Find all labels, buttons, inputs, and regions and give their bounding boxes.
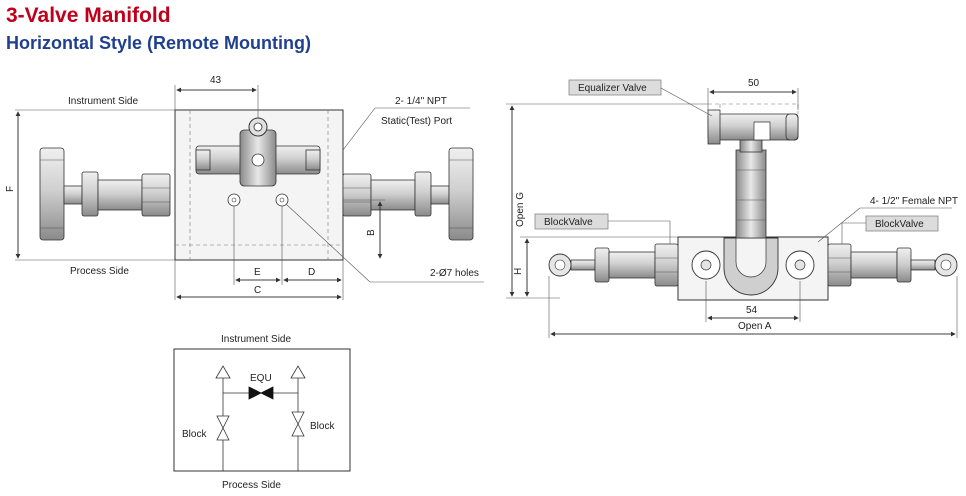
equalizer-valve-stem bbox=[707, 103, 799, 239]
page-title: 3-Valve Manifold bbox=[6, 4, 171, 27]
side-view: 50 Equalizer Valve Open G H bbox=[506, 78, 958, 338]
equalizer-valve-label: Equalizer Valve bbox=[578, 83, 647, 94]
dim-f-label: F bbox=[5, 186, 16, 192]
dim-c-label: C bbox=[254, 285, 261, 296]
schematic: Instrument Side Process Side EQU Block B… bbox=[173, 334, 351, 491]
right-up-arrow-icon bbox=[290, 365, 306, 379]
equalizer-top-view bbox=[195, 117, 321, 187]
static-port-label: Static(Test) Port bbox=[381, 116, 452, 127]
block-valve-right-tag bbox=[865, 215, 939, 232]
right-block-valve-icon bbox=[291, 411, 305, 425]
equ-valve-icon bbox=[248, 386, 262, 400]
block-valve-left-label: BlockValve bbox=[544, 217, 593, 228]
schematic-block-right-label: Block bbox=[310, 421, 335, 432]
dim-e-label: E bbox=[254, 267, 261, 278]
front-process-side-label: Process Side bbox=[70, 266, 129, 277]
page-subtitle: Horizontal Style (Remote Mounting) bbox=[6, 33, 311, 53]
front-view: 43 Instrument Side Process Side F 2- 1/4… bbox=[5, 75, 484, 300]
left-up-arrow-icon bbox=[215, 365, 231, 379]
equalizer-valve-tag bbox=[568, 79, 662, 96]
holes-label: 2-Ø7 holes bbox=[430, 268, 479, 279]
schematic-block-left-label: Block bbox=[182, 429, 207, 440]
dim-b-label: B bbox=[366, 229, 377, 236]
dim-50-label: 50 bbox=[748, 78, 760, 89]
left-block-valve bbox=[39, 147, 171, 241]
schematic-process-side-label: Process Side bbox=[222, 480, 281, 491]
dim-54-label: 54 bbox=[746, 305, 758, 316]
mounting-holes bbox=[227, 193, 289, 207]
open-a-label: Open A bbox=[738, 321, 772, 332]
block-valve-right-label: BlockValve bbox=[875, 219, 924, 230]
right-block-valve bbox=[342, 147, 474, 241]
open-g-label: Open G bbox=[515, 192, 526, 227]
dim-d-label: D bbox=[308, 267, 315, 278]
equ-label: EQU bbox=[250, 373, 272, 384]
female-npt-label: 4- 1/2" Female NPT bbox=[870, 196, 958, 207]
front-instrument-side-label: Instrument Side bbox=[68, 96, 138, 107]
side-right-block-valve bbox=[827, 243, 958, 287]
dim-43-label: 43 bbox=[210, 75, 222, 86]
dim-h-label: H bbox=[513, 268, 524, 275]
side-left-block-valve bbox=[548, 243, 679, 287]
schematic-instrument-side-label: Instrument Side bbox=[221, 334, 291, 345]
block-valve-left-tag bbox=[534, 213, 609, 230]
npt-port-label: 2- 1/4" NPT bbox=[395, 96, 447, 107]
left-block-valve-icon bbox=[216, 415, 230, 429]
schematic-frame bbox=[173, 348, 351, 472]
